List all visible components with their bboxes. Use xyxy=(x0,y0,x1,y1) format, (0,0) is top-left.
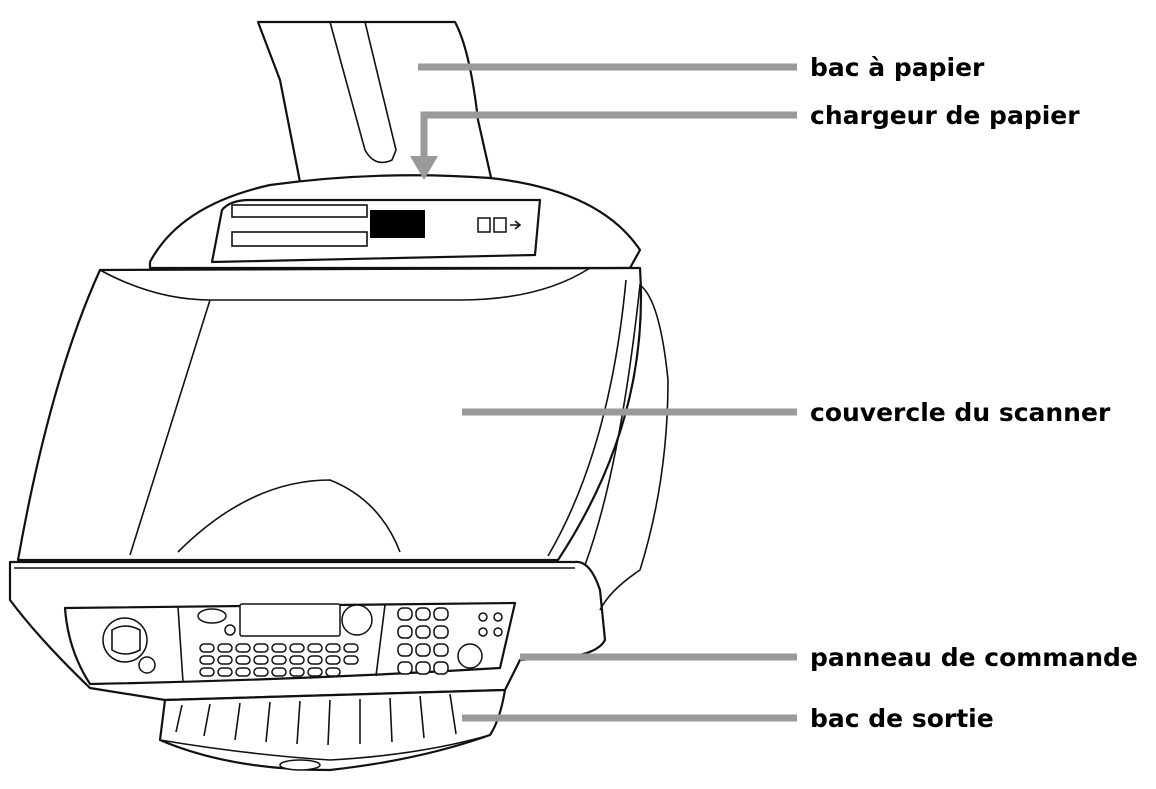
printer-rear-housing xyxy=(148,174,642,270)
label-control-panel: panneau de commande xyxy=(810,643,1138,672)
label-paper-feeder: chargeur de papier xyxy=(810,101,1080,130)
scanner-lid-drawing xyxy=(16,266,643,562)
label-output-tray: bac de sortie xyxy=(810,704,994,733)
leader-paper-feeder xyxy=(420,111,797,160)
feeder-arrowhead xyxy=(410,156,438,180)
paper-tray-drawing xyxy=(256,20,494,184)
output-tray-drawing xyxy=(158,688,507,772)
label-paper-tray: bac à papier xyxy=(810,53,985,82)
control-panel-drawing xyxy=(63,601,517,686)
label-scanner-lid: couvercle du scanner xyxy=(810,398,1111,427)
leader-lines xyxy=(410,63,797,722)
